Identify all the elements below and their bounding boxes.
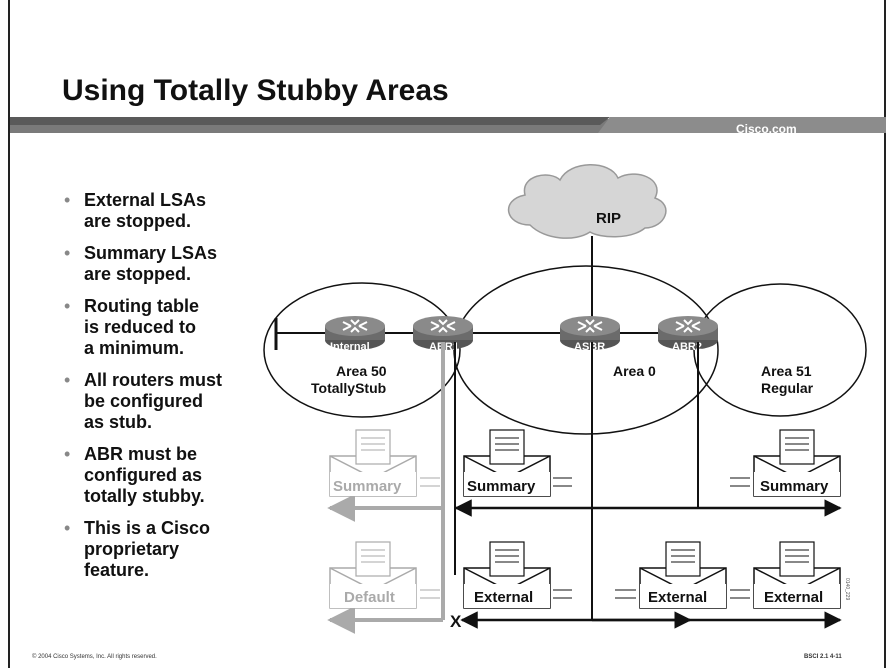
lsa-external-area0: External bbox=[474, 589, 533, 606]
area-0-label: Area 0 bbox=[613, 363, 656, 379]
area-50-boundary bbox=[263, 282, 461, 418]
bullet-line: proprietary bbox=[84, 539, 180, 559]
router-label-abr2: ABR2 bbox=[672, 341, 702, 353]
bullet-line: be configured bbox=[84, 391, 204, 411]
brand-label: Cisco.com bbox=[736, 122, 797, 136]
bullet-line: configured as bbox=[84, 465, 203, 485]
motion-lines bbox=[420, 477, 750, 487]
rip-cloud bbox=[507, 164, 667, 239]
blocked-mark: X bbox=[450, 612, 462, 631]
bullet-line: is reduced to bbox=[84, 317, 197, 337]
area-51-label: Area 51 bbox=[761, 363, 812, 379]
motion-lines bbox=[420, 589, 750, 599]
lsa-summary-area51: Summary bbox=[760, 478, 829, 495]
bullet-line: are stopped. bbox=[84, 211, 192, 231]
router-label-asbr: ASBR bbox=[574, 341, 605, 353]
course-page-footer: BSCI 2.1 4-11 bbox=[804, 654, 842, 660]
area-51-boundary bbox=[693, 283, 867, 417]
figure-id: 0140_229 bbox=[844, 578, 850, 601]
bullet-line: Summary LSAs bbox=[84, 243, 218, 263]
rip-label: RIP bbox=[596, 210, 621, 227]
bullet-line: a minimum. bbox=[84, 338, 185, 358]
bullet-line: totally stubby. bbox=[84, 486, 205, 506]
area-50-type: TotallyStub bbox=[311, 380, 386, 396]
bullet-line: Routing table bbox=[84, 296, 199, 316]
slide-frame bbox=[8, 0, 886, 668]
slide-title: Using Totally Stubby Areas bbox=[62, 74, 449, 107]
area-50-label: Area 50 bbox=[336, 363, 387, 379]
copyright-footer: © 2004 Cisco Systems, Inc. All rights re… bbox=[32, 654, 157, 660]
bullet-line: feature. bbox=[84, 560, 150, 580]
lsa-external-area51: External bbox=[764, 589, 823, 606]
bullet-line: ABR must be bbox=[84, 444, 198, 464]
title-bar bbox=[10, 117, 886, 133]
bullet-line: as stub. bbox=[84, 412, 153, 432]
bullet-line: are stopped. bbox=[84, 264, 192, 284]
lsa-external-mid: External bbox=[648, 589, 707, 606]
bullet-line: External LSAs bbox=[84, 190, 207, 210]
lsa-summary-stub: Summary bbox=[333, 478, 402, 495]
bullet-line: This is a Cisco bbox=[84, 518, 211, 538]
lsa-default-stub: Default bbox=[344, 589, 395, 606]
area-51-type: Regular bbox=[761, 380, 814, 396]
bullet-line: All routers must bbox=[84, 370, 223, 390]
lsa-summary-area0: Summary bbox=[467, 478, 536, 495]
router-label-internal: Internal bbox=[330, 341, 370, 353]
